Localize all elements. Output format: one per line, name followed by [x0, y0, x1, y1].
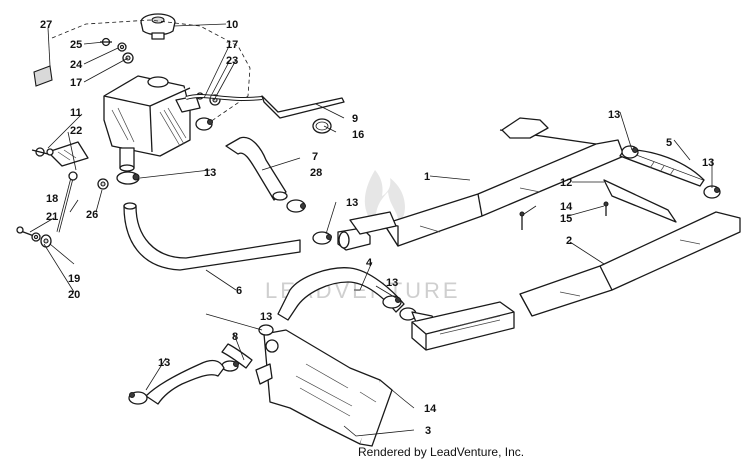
- watermark-flame-icon: [364, 170, 405, 228]
- callout-21: 21: [46, 211, 58, 223]
- callout-15: 15: [560, 213, 572, 225]
- callout-9: 9: [352, 113, 358, 125]
- callout-20: 20: [68, 289, 80, 301]
- lower-hardware: [16, 226, 52, 248]
- support-rod: [56, 171, 78, 233]
- callout-8: 8: [232, 331, 238, 343]
- hose-7: [225, 136, 287, 201]
- callout-19: 19: [68, 273, 80, 285]
- bolt-15: [603, 201, 609, 216]
- overflow-hose: [185, 94, 345, 119]
- hose-6: [123, 205, 301, 271]
- callout-28: 28: [310, 167, 322, 179]
- rail-bracket: [501, 117, 549, 139]
- callout-13f: 13: [608, 109, 620, 121]
- callout-12: 12: [560, 177, 572, 189]
- callout-25: 25: [70, 39, 82, 51]
- clamp-13-lower: [128, 391, 148, 405]
- clamp-13-radiator: [258, 324, 274, 336]
- cross-tube-12: [603, 179, 677, 223]
- callout-26: 26: [86, 209, 98, 221]
- callout-13e: 13: [158, 357, 170, 369]
- callout-7: 7: [312, 151, 318, 163]
- heat-exchanger-block: [411, 301, 515, 351]
- callout-13c: 13: [386, 277, 398, 289]
- grommet: [97, 178, 109, 190]
- callout-10: 10: [226, 19, 238, 31]
- small-block: [349, 211, 397, 235]
- rail-1: [383, 129, 625, 247]
- callout-17b: 17: [70, 77, 82, 89]
- callout-11: 11: [70, 107, 82, 119]
- clamp-28: [286, 199, 306, 213]
- rail-2: [519, 211, 741, 317]
- leader-lines: [29, 23, 713, 437]
- callout-14b: 14: [424, 403, 437, 415]
- clamp-13-tank: [116, 117, 213, 185]
- callout-13a: 13: [204, 167, 216, 179]
- callout-16: 16: [352, 129, 364, 141]
- radiator-cap: [140, 13, 176, 40]
- callout-22: 22: [70, 125, 82, 137]
- clamp-16: [312, 118, 332, 134]
- callout-13b: 13: [346, 197, 358, 209]
- callout-24: 24: [70, 59, 83, 71]
- callout-27: 27: [40, 19, 52, 31]
- clamp-13-hose4: [382, 295, 417, 321]
- callout-14: 14: [560, 201, 573, 213]
- bracket: [31, 141, 89, 167]
- decal: [33, 65, 53, 87]
- callout-3: 3: [425, 425, 431, 437]
- callout-18: 18: [46, 193, 58, 205]
- callout-2: 2: [566, 235, 572, 247]
- callout-5: 5: [666, 137, 672, 149]
- expansion-tank: [103, 75, 201, 172]
- bolt-14: [519, 211, 525, 230]
- callout-17a: 17: [226, 39, 238, 51]
- hose-6-end: [123, 202, 137, 210]
- hose-lower-left: [145, 359, 225, 405]
- clamp-13-tube: [621, 145, 721, 199]
- callout-4: 4: [366, 257, 373, 269]
- hose-4: [277, 267, 405, 321]
- callout-23: 23: [226, 55, 238, 67]
- render-credit: Rendered by LeadVenture, Inc.: [358, 445, 525, 459]
- callouts: 1 2 3 4 5 6 7 8 9 10 11 12 13 14 15 16 1…: [40, 19, 714, 437]
- callout-1: 1: [424, 171, 430, 183]
- hose-7-end: [272, 191, 288, 201]
- callout-13g: 13: [702, 157, 714, 169]
- clamp-13-elbow: [312, 231, 332, 245]
- hose-8: [221, 343, 253, 372]
- radiator-panel-3: [255, 329, 393, 447]
- callout-6: 6: [236, 285, 242, 297]
- callout-13d: 13: [260, 311, 272, 323]
